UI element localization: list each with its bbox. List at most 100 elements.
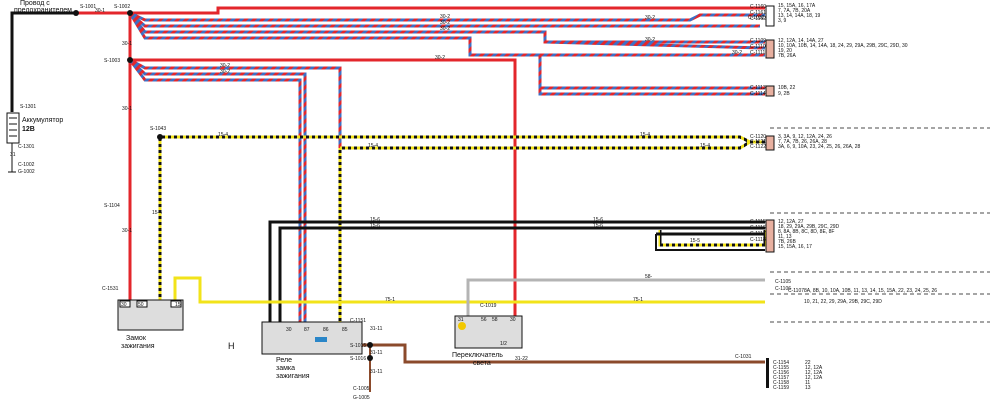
main-power-wire [76, 6, 765, 308]
pin-label-58: 58 [492, 317, 498, 323]
g6-line4: 11 [805, 380, 810, 386]
wire-label-15-6-d: 15-6 [593, 223, 603, 229]
wire-label-15-5: 15-5 [690, 238, 700, 244]
wire-label-15-6-a: 15-6 [370, 217, 380, 223]
wire-label-15-4-b: 15-4 [368, 143, 378, 149]
wire-label-30-2-c: 30-2 [440, 26, 450, 32]
pin-label-87: 87 [304, 327, 310, 333]
wire-label-30-1-top: 30-1 [95, 8, 105, 14]
c1114: C-1114 [750, 91, 766, 97]
splice-label-s1016: S-1016 [350, 356, 366, 362]
g4-line0: 12, 12А, 27 [778, 219, 804, 225]
wire-label-31: 31 [10, 152, 16, 158]
connector-label-g1002: G-1002 [18, 169, 35, 175]
splice-label-s1001: S-1001 [80, 4, 96, 10]
striped-power-wires [128, 11, 766, 322]
light-switch-label-2: света [473, 360, 491, 367]
pin-label-31-switch: 31 [458, 317, 464, 323]
wire-label-30-2-b: 30-2 [440, 20, 450, 26]
light-switch-label-1: Переключатель [452, 352, 503, 359]
wire-label-75-1-a: 75-1 [385, 297, 395, 303]
wire-label-30-2-f: 30-2 [435, 55, 445, 61]
battery [6, 112, 20, 173]
battery-label-2: 12В [22, 126, 35, 133]
g4-line5: 15, 15А, 16, 17 [778, 244, 812, 250]
pin-label-56: 56 [481, 317, 487, 323]
connector-label-c1105: C-1105 [775, 279, 791, 285]
c1161: C-1161 [750, 10, 766, 16]
wire-label-15-4-a: 15-4 [218, 132, 228, 138]
g0-line1: 7, 7А, 7В, 20А [778, 8, 811, 14]
g2-line1: 9, 2В [778, 91, 790, 97]
wire-label-30-1-b: 30-1 [122, 106, 132, 112]
g3-line1: 7, 7А, 7В, 26, 26А, 28 [778, 139, 827, 145]
battery-label-1: Аккумулятор [22, 117, 63, 124]
connector-label-c1002: C-1002 [18, 162, 35, 168]
c1113: C-1113 [750, 85, 766, 91]
wire-label-31-11-c: 31-11 [370, 369, 383, 375]
splice-dots [73, 10, 373, 361]
c1160: C-1160 [750, 4, 766, 10]
g3-line2: 3А, 6, 9, 10А, 23, 24, 25, 26, 26А, 28 [778, 144, 861, 150]
pin-label-1-2: 1/2 [500, 341, 507, 347]
light-switch [454, 315, 523, 349]
g0-line2: 13, 14, 14А, 18, 19 [778, 13, 820, 19]
connector-label-c1107: C-1107 [788, 288, 804, 294]
g1-line2: 19, 20 [778, 48, 792, 54]
wire-label-30-1-c: 30-1 [122, 228, 132, 234]
wire-label-31-22: 31-22 [515, 356, 528, 362]
c1115: C-1115 [750, 219, 766, 225]
ignition-lock-label-1: Замок [126, 335, 147, 342]
c1117: C-1117 [750, 231, 766, 237]
splice-s1002 [127, 10, 133, 16]
splice-label-s1002: S-1002 [114, 4, 130, 10]
c1156: C-1156 [773, 370, 789, 376]
splice-label-s1043: S-1043 [150, 126, 166, 132]
c1155: C-1155 [773, 365, 789, 371]
wire-label-31-11-b: 31-11 [370, 350, 383, 356]
connector-label-c1531: C-1531 [102, 286, 119, 292]
wire-label-30-1-a: 30-1 [122, 41, 132, 47]
pin-label-30-lock: 30 [121, 302, 127, 308]
splice-s1016 [367, 355, 373, 361]
g5-line0: 8А, 8В, 10, 10А, 10В, 11, 13, 14, 15, 15… [804, 288, 937, 294]
g1-line1: 10, 10А, 10В, 14, 14А, 18, 24, 29, 29А, … [778, 43, 908, 49]
c1116: C-1116 [750, 225, 766, 231]
wire-label-75-1-b: 75-1 [633, 297, 643, 303]
wire-label-30-2-e: 30-2 [645, 37, 655, 43]
ground-wire [348, 328, 765, 392]
yellow-black-wires [158, 135, 767, 322]
c1111: C-1111 [750, 50, 766, 56]
connector-label-c1106: C-1106 [775, 286, 791, 292]
g4-line1: 18, 29, 29А, 29В, 29С, 29D [778, 224, 840, 230]
pin-label-30-relay: 30 [286, 327, 292, 333]
c1118: C-1118 [750, 237, 766, 243]
wire-label-30-2-d: 30-2 [645, 15, 655, 21]
g4-line3: 11, 13 [778, 234, 792, 240]
relay-label-1: Реле [276, 357, 292, 364]
connector-label-g1005: G-1005 [353, 395, 370, 401]
pin-label-15-lock: 15 [175, 302, 181, 308]
connector-label-c1301: C-1301 [18, 144, 35, 150]
battery-wire-label-2: предохранителем [14, 7, 72, 14]
c1157: C-1157 [773, 375, 789, 381]
g6-line0: 22 [805, 360, 811, 366]
splice-s1003 [127, 57, 133, 63]
black-wires [268, 220, 765, 322]
splice-label-s1003: S-1003 [104, 58, 120, 64]
ignition-lock-label-2: зажигания [121, 343, 155, 350]
right-labels: C-1160 C-1161 C-1162 15, 15А, 16, 17А 7,… [750, 3, 937, 391]
g5-line1: 10, 21, 22, 29, 29А, 29В, 29С, 29D [804, 299, 882, 305]
g6-line3: 12, 12А [805, 375, 823, 381]
splice-s1001 [73, 10, 79, 16]
pin-label-86: 86 [323, 327, 329, 333]
splice-label-s1104: S-1104 [104, 203, 120, 209]
g4-line4: 7В, 26В [778, 239, 796, 245]
g0-line3: 3, 9 [778, 18, 787, 24]
connector-label-c1019: C-1019 [480, 303, 497, 309]
pin-label-50-lock: 50 [138, 302, 144, 308]
dashed-separators [770, 127, 990, 323]
right-connectors [765, 5, 775, 388]
splice-label-s1301: S-1301 [20, 104, 36, 110]
